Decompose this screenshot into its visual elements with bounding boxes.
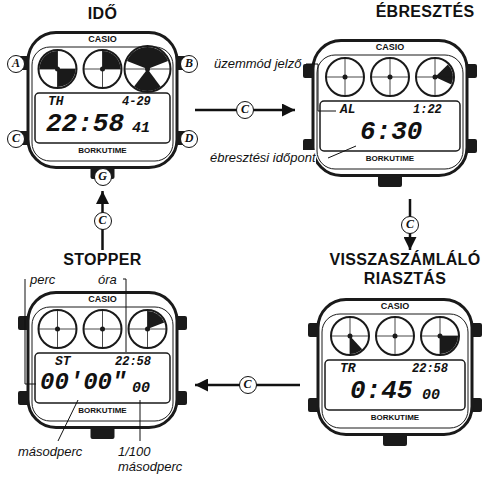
mode-title: VISSZASZÁMLÁLÓ RIASZTÁS (300, 250, 490, 288)
brand-name: CASIO (10, 35, 195, 44)
watch-illustration (10, 291, 195, 441)
lcd-readout: 0:45 (350, 378, 412, 404)
button-letter: C (7, 130, 25, 148)
lcd-readout: 00'00" (40, 371, 126, 395)
watch-illustration (300, 298, 490, 448)
mode-title: STOPPER (10, 250, 195, 269)
lcd-readout: TH (48, 95, 64, 108)
brand-name: CASIO (295, 43, 485, 52)
lcd-readout: 22:58 (115, 356, 151, 368)
button-letter: C (401, 216, 419, 234)
lcd-readout: 22:58 (46, 111, 124, 137)
watch-mode-box: ÉBRESZTÉS CASIO AL 1:22 6:30BORKUTIME (295, 2, 485, 199)
button-letter: B (180, 55, 198, 73)
lcd-readout: 6:30 (360, 119, 422, 145)
model-name: BORKUTIME (300, 414, 490, 422)
lcd-readout: ST (55, 355, 71, 368)
button-letter: C (239, 376, 257, 394)
callout-label: perc (30, 272, 55, 287)
mode-title: IDŐ (10, 4, 195, 23)
model-name: BORKUTIME (10, 407, 195, 415)
callout-label: ébresztési időpont (210, 150, 316, 165)
watch-mode-box: IDŐ CASIO TH 4-29 22:58 41BORKUTIME (10, 4, 195, 191)
leader-line (140, 400, 141, 441)
lcd-readout: 41 (132, 121, 150, 136)
button-letter: G (94, 168, 112, 186)
callout-label: másodperc (18, 444, 82, 459)
watch-illustration (295, 39, 485, 189)
watch-illustration (10, 31, 195, 181)
button-letter: A (7, 55, 25, 73)
mode-title: ÉBRESZTÉS (295, 2, 485, 21)
lcd-readout: TR (340, 362, 356, 375)
callout-label: üzemmód jelző (214, 56, 301, 71)
model-name: BORKUTIME (10, 147, 195, 155)
button-letter: D (180, 130, 198, 148)
lcd-readout: AL (340, 103, 356, 116)
watch-mode-box: VISSZASZÁMLÁLÓ RIASZTÁS CASIO TR 22:580:45 0… (300, 250, 490, 458)
lcd-readout: 22:58 (412, 363, 448, 375)
model-name: BORKUTIME (295, 155, 485, 163)
button-letter: C (94, 212, 112, 230)
callout-label: 1/100 másodperc (118, 444, 193, 474)
button-letter: C (236, 101, 254, 119)
lcd-readout: 4-29 (122, 96, 151, 108)
callout-label: óra (98, 272, 117, 287)
brand-name: CASIO (300, 302, 490, 311)
lcd-readout: 00 (422, 388, 440, 403)
lcd-readout: 1:22 (413, 104, 442, 116)
brand-name: CASIO (10, 295, 195, 304)
lcd-readout: 00 (132, 381, 150, 396)
